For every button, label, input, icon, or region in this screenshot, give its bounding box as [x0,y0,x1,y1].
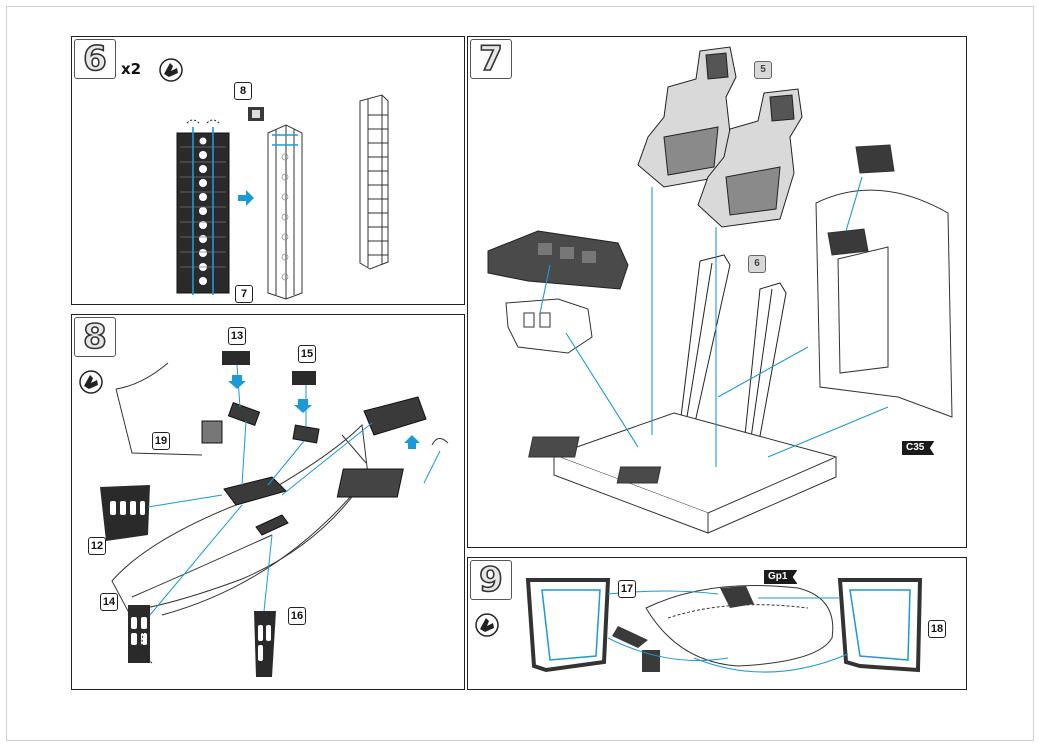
step-8-callout-12: 12 [88,537,106,555]
step-8-callout-13: 13 [228,327,246,345]
bend-arrow-icon [141,630,153,664]
step-9-number: 9 [478,559,503,601]
step-7-drawing [487,46,953,534]
step-8-callout-15: 15 [298,345,316,363]
pe-ladder-sheet-part [176,119,230,295]
canopy-frame-18 [837,578,923,673]
step-8-number-box: 8 [74,316,116,358]
step-9-drawing [475,578,923,673]
step-7-number-box: 7 [470,38,512,80]
step-6-number-box: 6 [74,38,116,80]
ejection-seat-rear [697,88,803,228]
step-9-callout-17: 17 [618,580,636,598]
step-7-number: 7 [478,38,503,80]
step-8-callout-19: 19 [152,432,170,450]
step-7-callout-6: 6 [748,255,766,273]
step-6-callout-8: 8 [234,82,252,100]
instruction-sheet: 6 x2 [6,6,1034,741]
console-block-parts [201,401,320,536]
pe-panel-14 [128,605,150,663]
step-8-callout-14: 14 [100,593,118,611]
canopy-frame-17 [525,578,611,673]
step-9-tag-gp1: Gp1 [764,570,798,584]
pe-part-13 [222,351,250,365]
step-6-number: 6 [82,38,107,80]
pe-panel-16 [254,611,276,677]
step-9-callout-18: 18 [928,620,946,638]
step-6-panel: 6 x2 [71,36,465,305]
pe-panel-12 [100,485,150,541]
step-6-callout-7: 7 [235,285,253,303]
side-ladder-left [679,254,731,428]
cockpit-fuselage-outline [111,423,369,616]
rear-bulkhead-part [815,144,953,418]
arrow-down-icon [294,399,312,413]
finished-ladder-part [359,94,389,270]
pe-part-15 [292,371,316,385]
glue-hand-icon [159,58,183,82]
step-7-panel: 7 [467,36,967,548]
canopy-detail-parts [612,586,754,672]
step-6-drawing [159,58,389,300]
arrow-up-icon [404,435,420,449]
arrow-right-icon [238,190,254,206]
arrow-down-icon [228,375,246,389]
side-ladder-right [743,282,787,448]
folded-ladder-part [267,124,303,300]
step-6-multiplier: x2 [121,60,142,78]
step-8-panel: 8 [71,314,465,690]
step-7-tag-c35: C35 [902,441,935,455]
ejection-seat-front [637,46,737,188]
part-8-small-bracket [248,107,264,121]
step-8-number: 8 [82,316,107,358]
seat-housing-part [336,396,427,498]
instrument-panel-part [487,230,629,354]
cockpit-tub-part [528,412,838,534]
glue-hand-icon [475,613,499,637]
step-9-number-box: 9 [470,559,512,601]
glue-hand-icon [79,370,103,394]
step-8-drawing [79,351,449,677]
step-7-callout-5: 5 [754,61,772,79]
step-8-callout-16: 16 [288,607,306,625]
step-9-panel: 9 [467,557,967,690]
